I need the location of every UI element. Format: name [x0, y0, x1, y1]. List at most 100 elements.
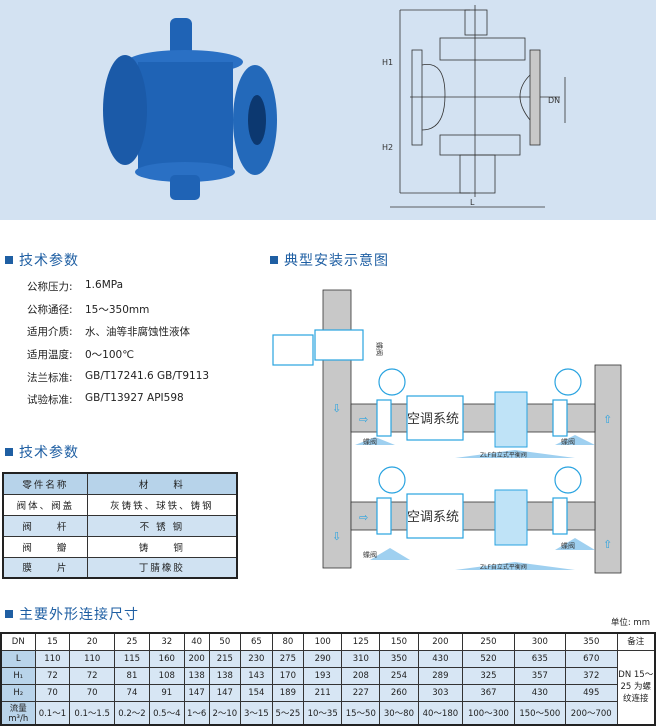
cell: 208	[341, 666, 381, 685]
svg-text:⇩: ⇩	[332, 530, 341, 543]
cell: 215	[208, 649, 242, 668]
cell: 260	[379, 683, 419, 702]
cell: 160	[148, 649, 185, 668]
param-label: 公称通径:	[27, 304, 73, 316]
cell: 0.2～2	[114, 700, 150, 725]
section-title-tech-params: 技术参数	[5, 250, 79, 270]
param-value: 水、油等非腐蚀性液体	[85, 326, 190, 338]
cell: 灰铸铁、球铁、铸钢	[86, 493, 238, 516]
return-pipe	[594, 364, 622, 574]
cell: 520	[462, 649, 515, 668]
cell: 阀 瓣	[2, 535, 88, 558]
cell: 阀体、阀盖	[2, 493, 88, 516]
cell: 32	[148, 632, 185, 651]
param-value: 0～100℃	[85, 349, 135, 361]
cell: 350	[379, 649, 419, 668]
cell: 40～180	[417, 700, 464, 725]
cell: 铸 铜	[86, 535, 238, 558]
param-row: 适用介质:水、油等非腐蚀性液体	[27, 324, 190, 339]
cell: 350	[565, 632, 618, 651]
row-label: H₂	[0, 683, 36, 702]
cell: 91	[148, 683, 185, 702]
header-cell: 零件名称	[2, 472, 88, 495]
cell: 74	[114, 683, 150, 702]
cell: 372	[565, 666, 618, 685]
param-row: 公称压力: 1.6MPa	[27, 279, 123, 294]
cell: 3～15	[240, 700, 273, 725]
param-label: 公称压力:	[27, 281, 73, 293]
cell: 147	[208, 683, 242, 702]
cell: 81	[114, 666, 150, 685]
cell: 227	[341, 683, 381, 702]
cell: 125	[341, 632, 381, 651]
cell: 70	[69, 683, 116, 702]
cell: 193	[303, 666, 343, 685]
cell: 154	[240, 683, 273, 702]
param-row: 适用温度:0～100℃	[27, 347, 134, 362]
cell: 200～700	[565, 700, 618, 725]
cell: 250	[462, 632, 515, 651]
cell: 200	[417, 632, 464, 651]
h2-label: H2	[382, 143, 393, 152]
svg-text:⇧: ⇧	[603, 413, 612, 426]
bullet-square-icon	[5, 448, 13, 456]
cell: 25	[114, 632, 150, 651]
section-title-materials: 技术参数	[5, 442, 79, 462]
cell: 30～80	[379, 700, 419, 725]
balance-valve-upper	[494, 391, 528, 448]
butterfly-valve-icon	[376, 497, 392, 535]
cell: 325	[462, 666, 515, 685]
header-cell: 材 料	[86, 472, 238, 495]
row-label: L	[0, 649, 36, 668]
note-cell: DN 15～25 为螺纹连接	[616, 649, 656, 725]
row-label: 流量m³/h	[0, 700, 36, 725]
cell: 0.5～4	[148, 700, 185, 725]
heading-text: 典型安装示意图	[284, 253, 389, 269]
bullet-square-icon	[270, 256, 278, 264]
cell: 310	[341, 649, 381, 668]
label-butterfly: 蝶阀	[375, 342, 384, 356]
cell: 108	[148, 666, 185, 685]
cell: 138	[183, 666, 210, 685]
cell: 40	[183, 632, 210, 651]
cell: 阀 杆	[2, 514, 88, 537]
row-label: H₁	[0, 666, 36, 685]
cell: 70	[34, 683, 71, 702]
balance-valve-lower	[494, 489, 528, 546]
actuator-valve-icon	[272, 334, 314, 366]
bullet-square-icon	[5, 256, 13, 264]
cell: 430	[417, 649, 464, 668]
param-value: 1.6MPa	[85, 279, 124, 291]
label-butterfly: 蝶阀	[363, 437, 377, 446]
label-balance-valve: ZLF自立式平衡阀	[480, 563, 527, 571]
cell: 367	[462, 683, 515, 702]
materials-table: 零件名称材 料 阀体、阀盖灰铸铁、球铁、铸钢 阀 杆不 锈 钢 阀 瓣铸 铜 膜…	[2, 472, 238, 579]
param-label: 试验标准:	[27, 394, 73, 406]
cell: 200	[183, 649, 210, 668]
cell: 20	[69, 632, 116, 651]
param-row: 试验标准:GB/T13927 API598	[27, 392, 184, 407]
cell: 430	[513, 683, 567, 702]
cell: 5～25	[271, 700, 305, 725]
row-label: DN	[0, 632, 36, 651]
param-row: 公称通径:15～350mm	[27, 302, 149, 317]
label-butterfly: 蝶阀	[363, 550, 377, 559]
cell: 303	[417, 683, 464, 702]
cell: 635	[513, 649, 567, 668]
flow-arrow-icon: ⇩⇩⇨⇨ ⇧⇧	[332, 402, 612, 551]
butterfly-valve-icon	[552, 399, 568, 437]
svg-text:⇩: ⇩	[332, 402, 341, 415]
cell: 150	[379, 632, 419, 651]
note-header: 备注	[616, 632, 656, 651]
cell: 15	[34, 632, 71, 651]
param-row: 法兰标准:GB/T17241.6 GB/T9113	[27, 370, 209, 385]
cell: 0.1～1	[34, 700, 71, 725]
param-label: 法兰标准:	[27, 372, 73, 384]
label-butterfly: 蝶阀	[561, 541, 575, 550]
cell: 110	[69, 649, 116, 668]
label-ac-system: 空调系统	[407, 412, 459, 427]
